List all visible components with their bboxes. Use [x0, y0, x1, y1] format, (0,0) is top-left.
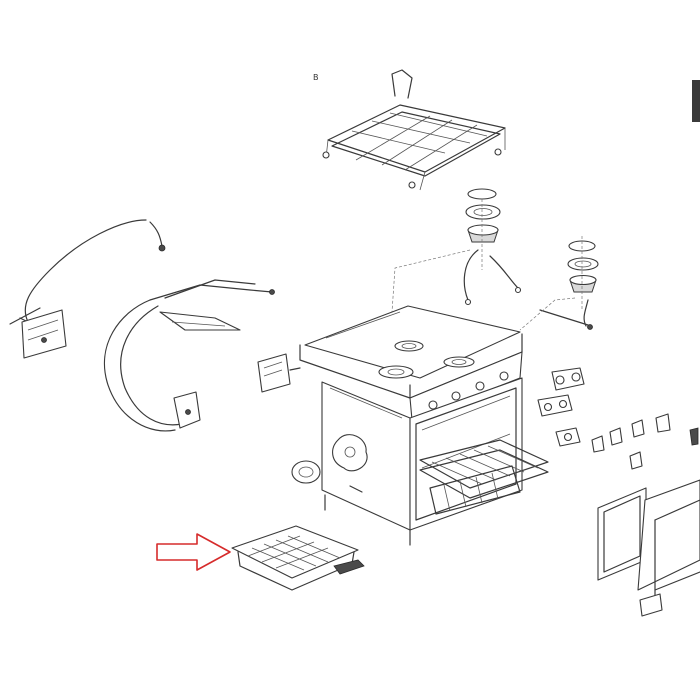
oven-door: [597, 479, 700, 617]
igniter-wires: [463, 249, 593, 330]
page-edge-scrollbar[interactable]: [692, 80, 700, 122]
broiler-pan: [231, 525, 365, 591]
burner-grate: [322, 69, 506, 191]
thermostat-module: [257, 353, 301, 393]
oven-rack: [419, 439, 549, 515]
oven-lamp: [291, 460, 321, 484]
valve-assembly: [537, 367, 585, 447]
highlight-arrow: [156, 533, 231, 571]
thermostat-wire-assembly: [9, 219, 166, 359]
burner-assembly-center: [465, 188, 501, 270]
burner-assembly-right: [567, 236, 599, 310]
thermostat-capillary: [103, 279, 275, 432]
oven-body: [299, 305, 523, 546]
corner-label: B: [313, 73, 319, 82]
control-knobs: [591, 413, 699, 470]
